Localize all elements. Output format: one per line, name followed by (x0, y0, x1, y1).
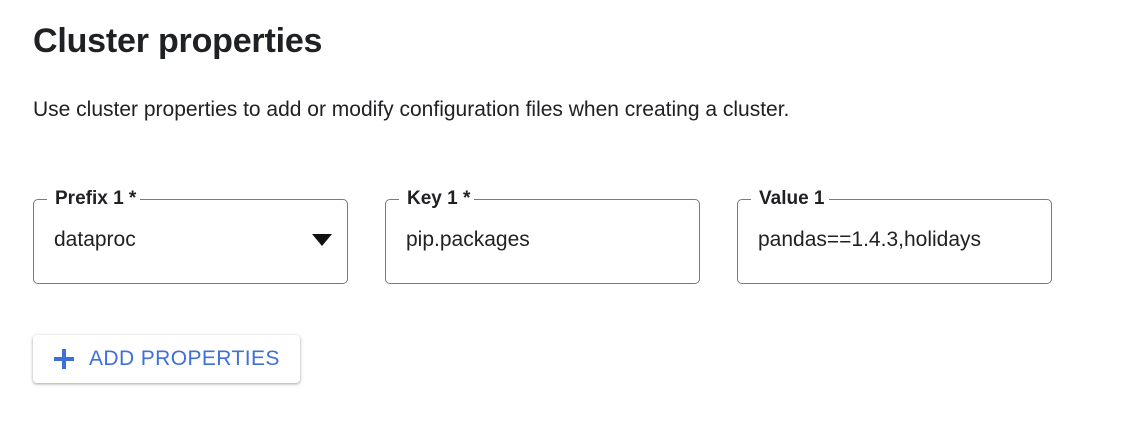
page-title: Cluster properties (33, 22, 323, 60)
field-key-1[interactable]: Key 1 * pip.packages (385, 187, 700, 284)
value-1-input[interactable]: pandas==1.4.3,holidays (737, 219, 1052, 261)
value-1-value: pandas==1.4.3,holidays (758, 228, 982, 251)
add-properties-button[interactable]: ADD PROPERTIES (33, 335, 300, 383)
prefix-1-value: dataproc (54, 228, 136, 251)
properties-row: Prefix 1 * dataproc Key 1 * pip.packages… (33, 187, 1052, 284)
chevron-down-icon[interactable] (312, 234, 332, 246)
field-label-key-1: Key 1 * (403, 187, 475, 210)
plus-icon (53, 348, 75, 370)
add-properties-label: ADD PROPERTIES (89, 347, 280, 370)
field-value-1[interactable]: Value 1 pandas==1.4.3,holidays (737, 187, 1052, 284)
prefix-1-select[interactable]: dataproc (33, 219, 348, 261)
field-label-prefix-1: Prefix 1 * (51, 187, 141, 210)
page-description: Use cluster properties to add or modify … (33, 98, 790, 121)
key-1-value: pip.packages (406, 228, 530, 251)
field-label-value-1: Value 1 (755, 187, 829, 210)
field-prefix-1[interactable]: Prefix 1 * dataproc (33, 187, 348, 284)
key-1-input[interactable]: pip.packages (385, 219, 700, 261)
